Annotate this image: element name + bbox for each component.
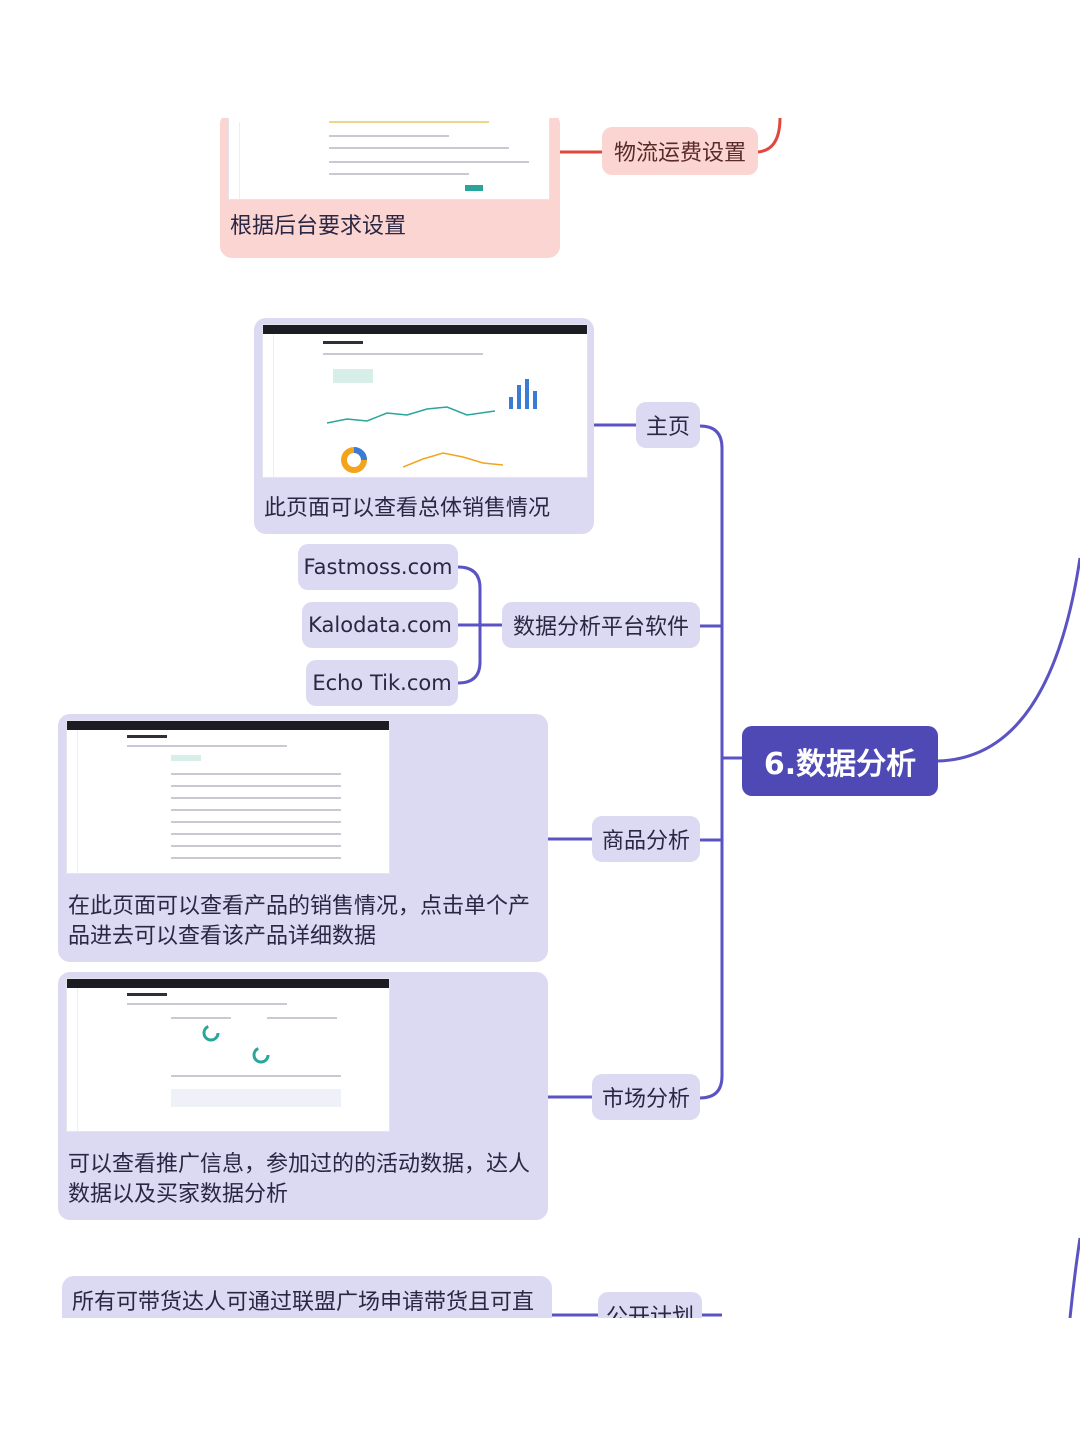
top-branch-node[interactable]: 物流运费设置 — [602, 127, 758, 175]
top-note-card: 根据后台要求设置 — [220, 118, 560, 258]
connector-spine — [699, 424, 724, 1100]
top-note-screenshot — [228, 118, 550, 200]
mindmap-canvas: 根据后台要求设置 物流运费设置 — [0, 118, 1080, 1318]
branch-platforms[interactable]: 数据分析平台软件 — [502, 602, 700, 648]
connector-top-branch — [757, 118, 782, 154]
market-gauge-2 — [252, 1046, 270, 1064]
platform-echotik[interactable]: Echo Tik.com — [306, 660, 458, 706]
branch-home[interactable]: 主页 — [636, 402, 700, 448]
home-area-chart — [403, 452, 503, 468]
branch-product[interactable]: 商品分析 — [592, 816, 700, 862]
product-note-card: 在此页面可以查看产品的销售情况，点击单个产品进去可以查看该产品详细数据 — [58, 714, 548, 962]
home-note-text: 此页面可以查看总体销售情况 — [264, 496, 551, 521]
home-bar-chart — [509, 379, 537, 409]
market-note-text: 可以查看推广信息，参加过的的活动数据，达人数据以及买家数据分析 — [68, 1152, 531, 1207]
branch-public-plan[interactable]: 公开计划 — [598, 1292, 702, 1318]
market-note-screenshot — [66, 978, 390, 1132]
platform-kalodata[interactable]: Kalodata.com — [302, 602, 458, 648]
top-note-text: 根据后台要求设置 — [230, 214, 407, 239]
home-donut-chart — [341, 447, 367, 473]
connector-lines — [457, 118, 1080, 1318]
connector-center-parent — [937, 557, 1080, 763]
market-note-card: 可以查看推广信息，参加过的的活动数据，达人数据以及买家数据分析 — [58, 972, 548, 1220]
market-gauge-1 — [202, 1024, 220, 1042]
bottom-note-card: 所有可带货达人可通过联盟广场申请带货且可直 — [62, 1276, 552, 1318]
home-note-card: 此页面可以查看总体销售情况 — [254, 318, 594, 534]
branch-market[interactable]: 市场分析 — [592, 1074, 700, 1120]
center-node[interactable]: 6.数据分析 — [742, 726, 938, 796]
home-note-screenshot — [262, 324, 588, 478]
home-line-chart — [327, 406, 495, 424]
product-note-screenshot — [66, 720, 390, 874]
product-note-text: 在此页面可以查看产品的销售情况，点击单个产品进去可以查看该产品详细数据 — [68, 894, 531, 949]
bottom-note-text: 所有可带货达人可通过联盟广场申请带货且可直 — [72, 1290, 535, 1315]
platform-fastmoss[interactable]: Fastmoss.com — [298, 544, 458, 590]
